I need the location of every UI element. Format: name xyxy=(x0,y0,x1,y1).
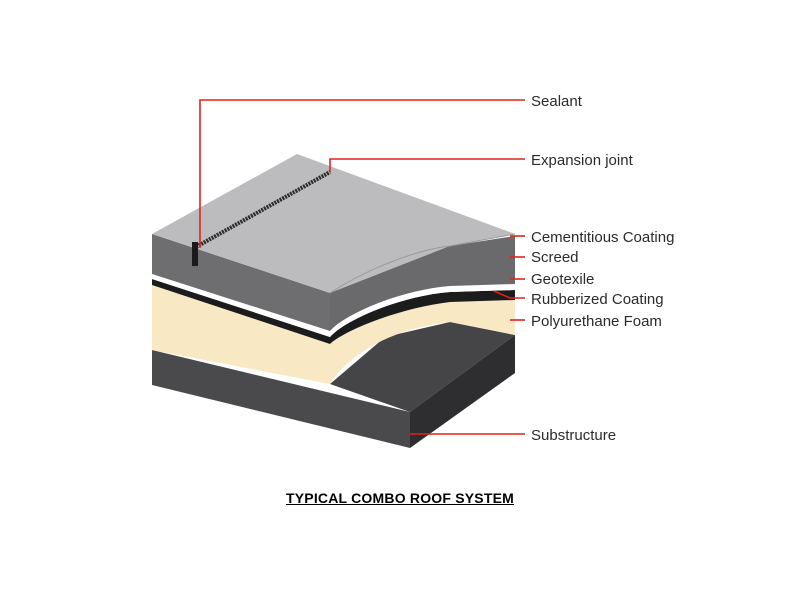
label-polyurethane-foam: Polyurethane Foam xyxy=(531,313,662,330)
label-cementitious-coating: Cementitious Coating xyxy=(531,229,674,246)
leader-rubberized-coating xyxy=(493,290,525,299)
substructure-top xyxy=(330,322,515,412)
label-expansion-joint: Expansion joint xyxy=(531,152,634,169)
leader-sealant xyxy=(199,99,525,248)
polyurethane-foam-layer xyxy=(152,285,515,384)
label-rubberized-coating: Rubberized Coating xyxy=(531,291,664,308)
label-substructure: Substructure xyxy=(531,427,616,444)
label-screed: Screed xyxy=(531,249,579,266)
screed-curve xyxy=(330,236,515,331)
leader-expansion-joint xyxy=(329,158,525,172)
cementitious-coating-curve-edge xyxy=(329,233,516,294)
cementitious-coating-top xyxy=(152,154,515,293)
substructure-layer xyxy=(152,322,515,448)
expansion-joint xyxy=(195,170,331,249)
substructure-side xyxy=(410,335,515,448)
diagram-caption: TYPICAL COMBO ROOF SYSTEM xyxy=(286,490,514,506)
foam-top xyxy=(152,285,515,384)
leader-lines xyxy=(199,99,525,435)
sealant-plug xyxy=(192,242,198,266)
substructure-front xyxy=(152,350,410,448)
label-sealant: Sealant xyxy=(531,93,583,110)
geotexile-layer xyxy=(152,274,515,337)
label-geotexile: Geotexile xyxy=(531,271,594,288)
